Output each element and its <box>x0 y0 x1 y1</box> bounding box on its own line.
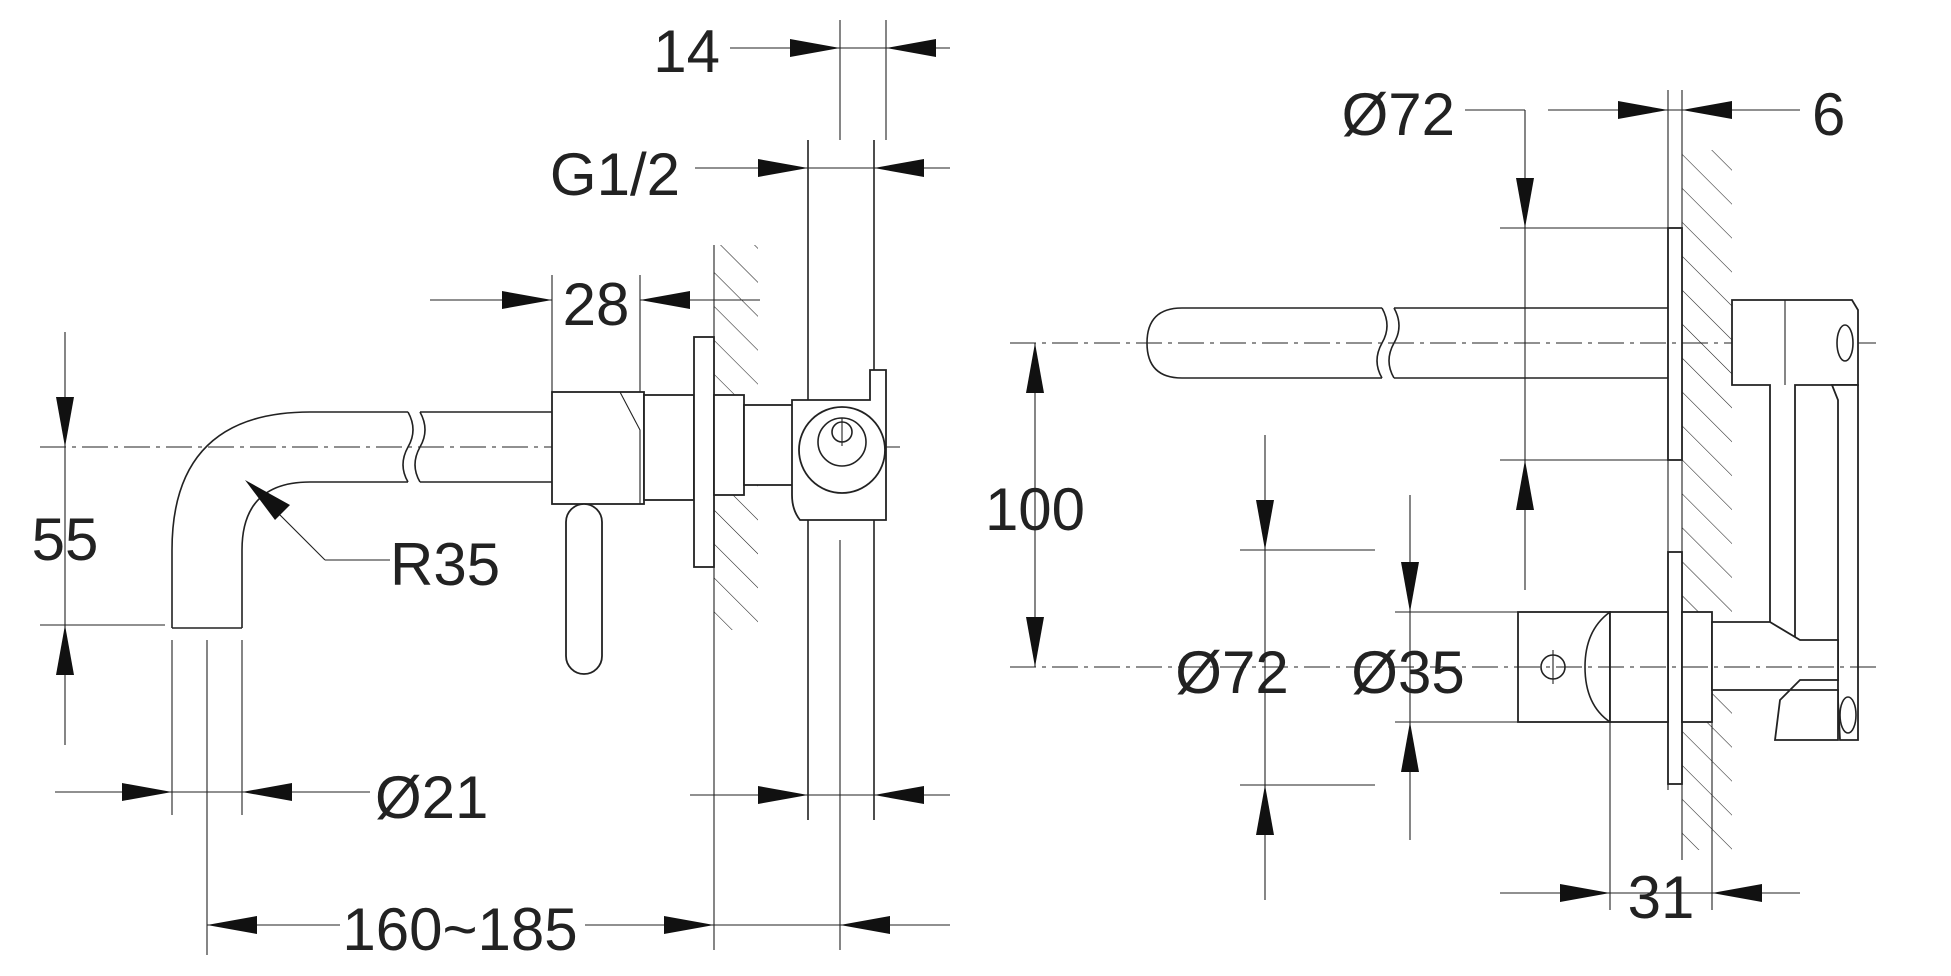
dim-dia72-top: Ø72 <box>1342 81 1668 590</box>
dim-dia35: Ø35 <box>1351 495 1518 840</box>
side-view: 14 G1/2 28 55 <box>32 18 950 963</box>
side-reference-lines <box>206 20 887 955</box>
dim-55-label: 55 <box>32 506 99 573</box>
dim-r35: R35 <box>245 480 500 598</box>
dim-31-label: 31 <box>1628 864 1695 931</box>
dim-6-label: 6 <box>1812 81 1845 148</box>
dim-dia72-mid-label: Ø72 <box>1175 639 1288 706</box>
handle-assembly <box>551 336 805 675</box>
front-view: Ø72 6 100 Ø72 <box>985 81 1880 931</box>
dim-g12: G1/2 <box>550 141 950 208</box>
dim-28-label: 28 <box>563 271 630 338</box>
dim-28: 28 <box>430 271 760 338</box>
dim-d21-label: Ø21 <box>375 764 488 831</box>
valve-body <box>791 369 887 521</box>
upper-plate <box>1667 227 1683 461</box>
dim-55: 55 <box>32 332 165 745</box>
dim-dia72-mid: Ø72 <box>1175 435 1375 900</box>
dim-100-label: 100 <box>985 476 1085 543</box>
dim-dia72-top-label: Ø72 <box>1342 81 1455 148</box>
dim-160-185: 160~185 <box>207 896 950 963</box>
dim-100: 100 <box>985 343 1085 667</box>
dim-14: 14 <box>653 18 950 85</box>
dim-14-label: 14 <box>653 18 720 85</box>
dim-6: 6 <box>1548 81 1845 148</box>
dim-d21: Ø21 <box>55 640 488 831</box>
lower-plate <box>1667 551 1683 785</box>
dim-g12-label: G1/2 <box>550 141 680 208</box>
dim-160-185-label: 160~185 <box>342 896 577 963</box>
dim-r35-label: R35 <box>390 531 500 598</box>
dim-dia35-label: Ø35 <box>1351 639 1464 706</box>
dim-pipe-bottom <box>690 786 950 804</box>
dim-31: 31 <box>1500 722 1800 931</box>
